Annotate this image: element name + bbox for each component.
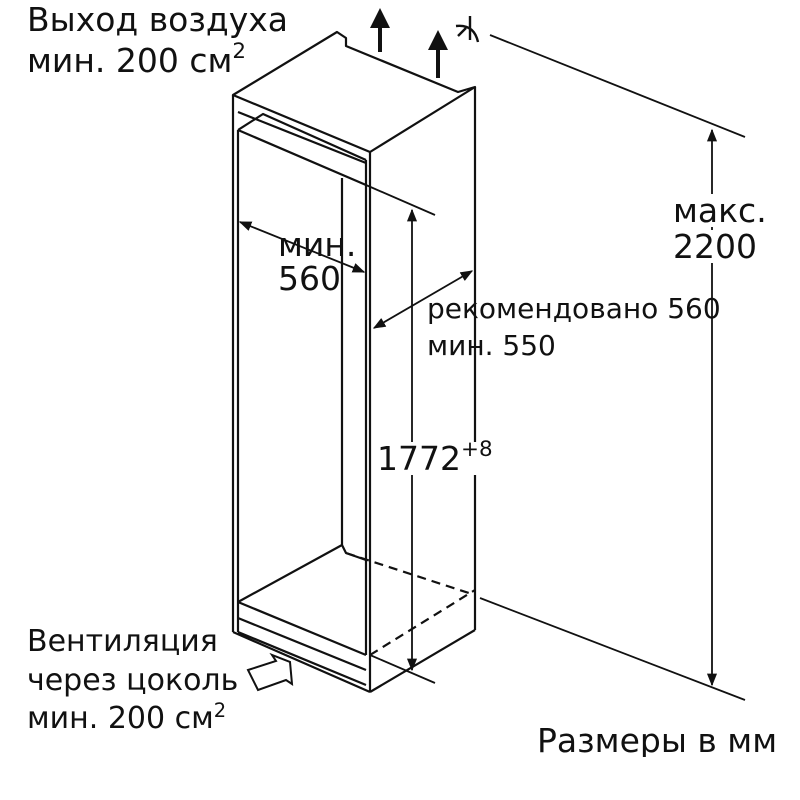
- cabinet-side-bottom-edge: [369, 629, 476, 693]
- niche-width-value: 560: [278, 259, 341, 298]
- air-outlet-requirement: мин. 200 см: [27, 41, 233, 80]
- max-height-value: 2200: [673, 227, 757, 266]
- niche-width-label-line1: мин.: [278, 225, 357, 264]
- ventilation-label-line1: Вентиляция: [27, 624, 218, 659]
- air-outlet-arrows: [370, 8, 448, 78]
- cabinet-outline: [231, 30, 477, 694]
- niche-width-dim-line: [238, 221, 366, 273]
- niche-height-ext-top: [365, 184, 436, 216]
- air-outlet-label-line2: мин. 200 см2: [27, 41, 246, 80]
- cabinet-top-rail: [237, 110, 368, 187]
- air-outlet-unit-exponent: 2: [232, 38, 247, 64]
- dimension-lines: [238, 34, 746, 701]
- max-height-label-line1: макс.: [673, 191, 767, 230]
- fan-symbol-icon: [455, 16, 480, 43]
- ventilation-label-line2: через цоколь: [27, 663, 239, 698]
- ventilation-requirement: мин. 200 см: [27, 701, 214, 736]
- ventilation-unit-exponent: 2: [213, 699, 227, 723]
- cabinet-plinth: [232, 543, 371, 694]
- cabinet-top-face: [231, 30, 477, 154]
- niche-height-value: 1772: [377, 439, 461, 478]
- niche-height-tolerance: +8: [460, 436, 493, 462]
- airflow-arrow-icon: [246, 652, 294, 692]
- max-height-ext-top: [489, 34, 746, 138]
- niche-depth-dim-line: [372, 270, 474, 329]
- niche-depth-minimum: мин. 550: [427, 329, 556, 362]
- niche-height-ext-bottom: [369, 654, 436, 684]
- niche-height-label: 1772+8: [375, 439, 495, 478]
- air-outlet-label-line1: Выход воздуха: [27, 0, 289, 39]
- niche-depth-recommended: рекомендовано 560: [427, 292, 721, 325]
- max-height-ext-bottom: [479, 597, 746, 701]
- ventilation-label-line3: мин. 200 см2: [27, 701, 226, 736]
- units-note: Размеры в мм: [537, 724, 778, 757]
